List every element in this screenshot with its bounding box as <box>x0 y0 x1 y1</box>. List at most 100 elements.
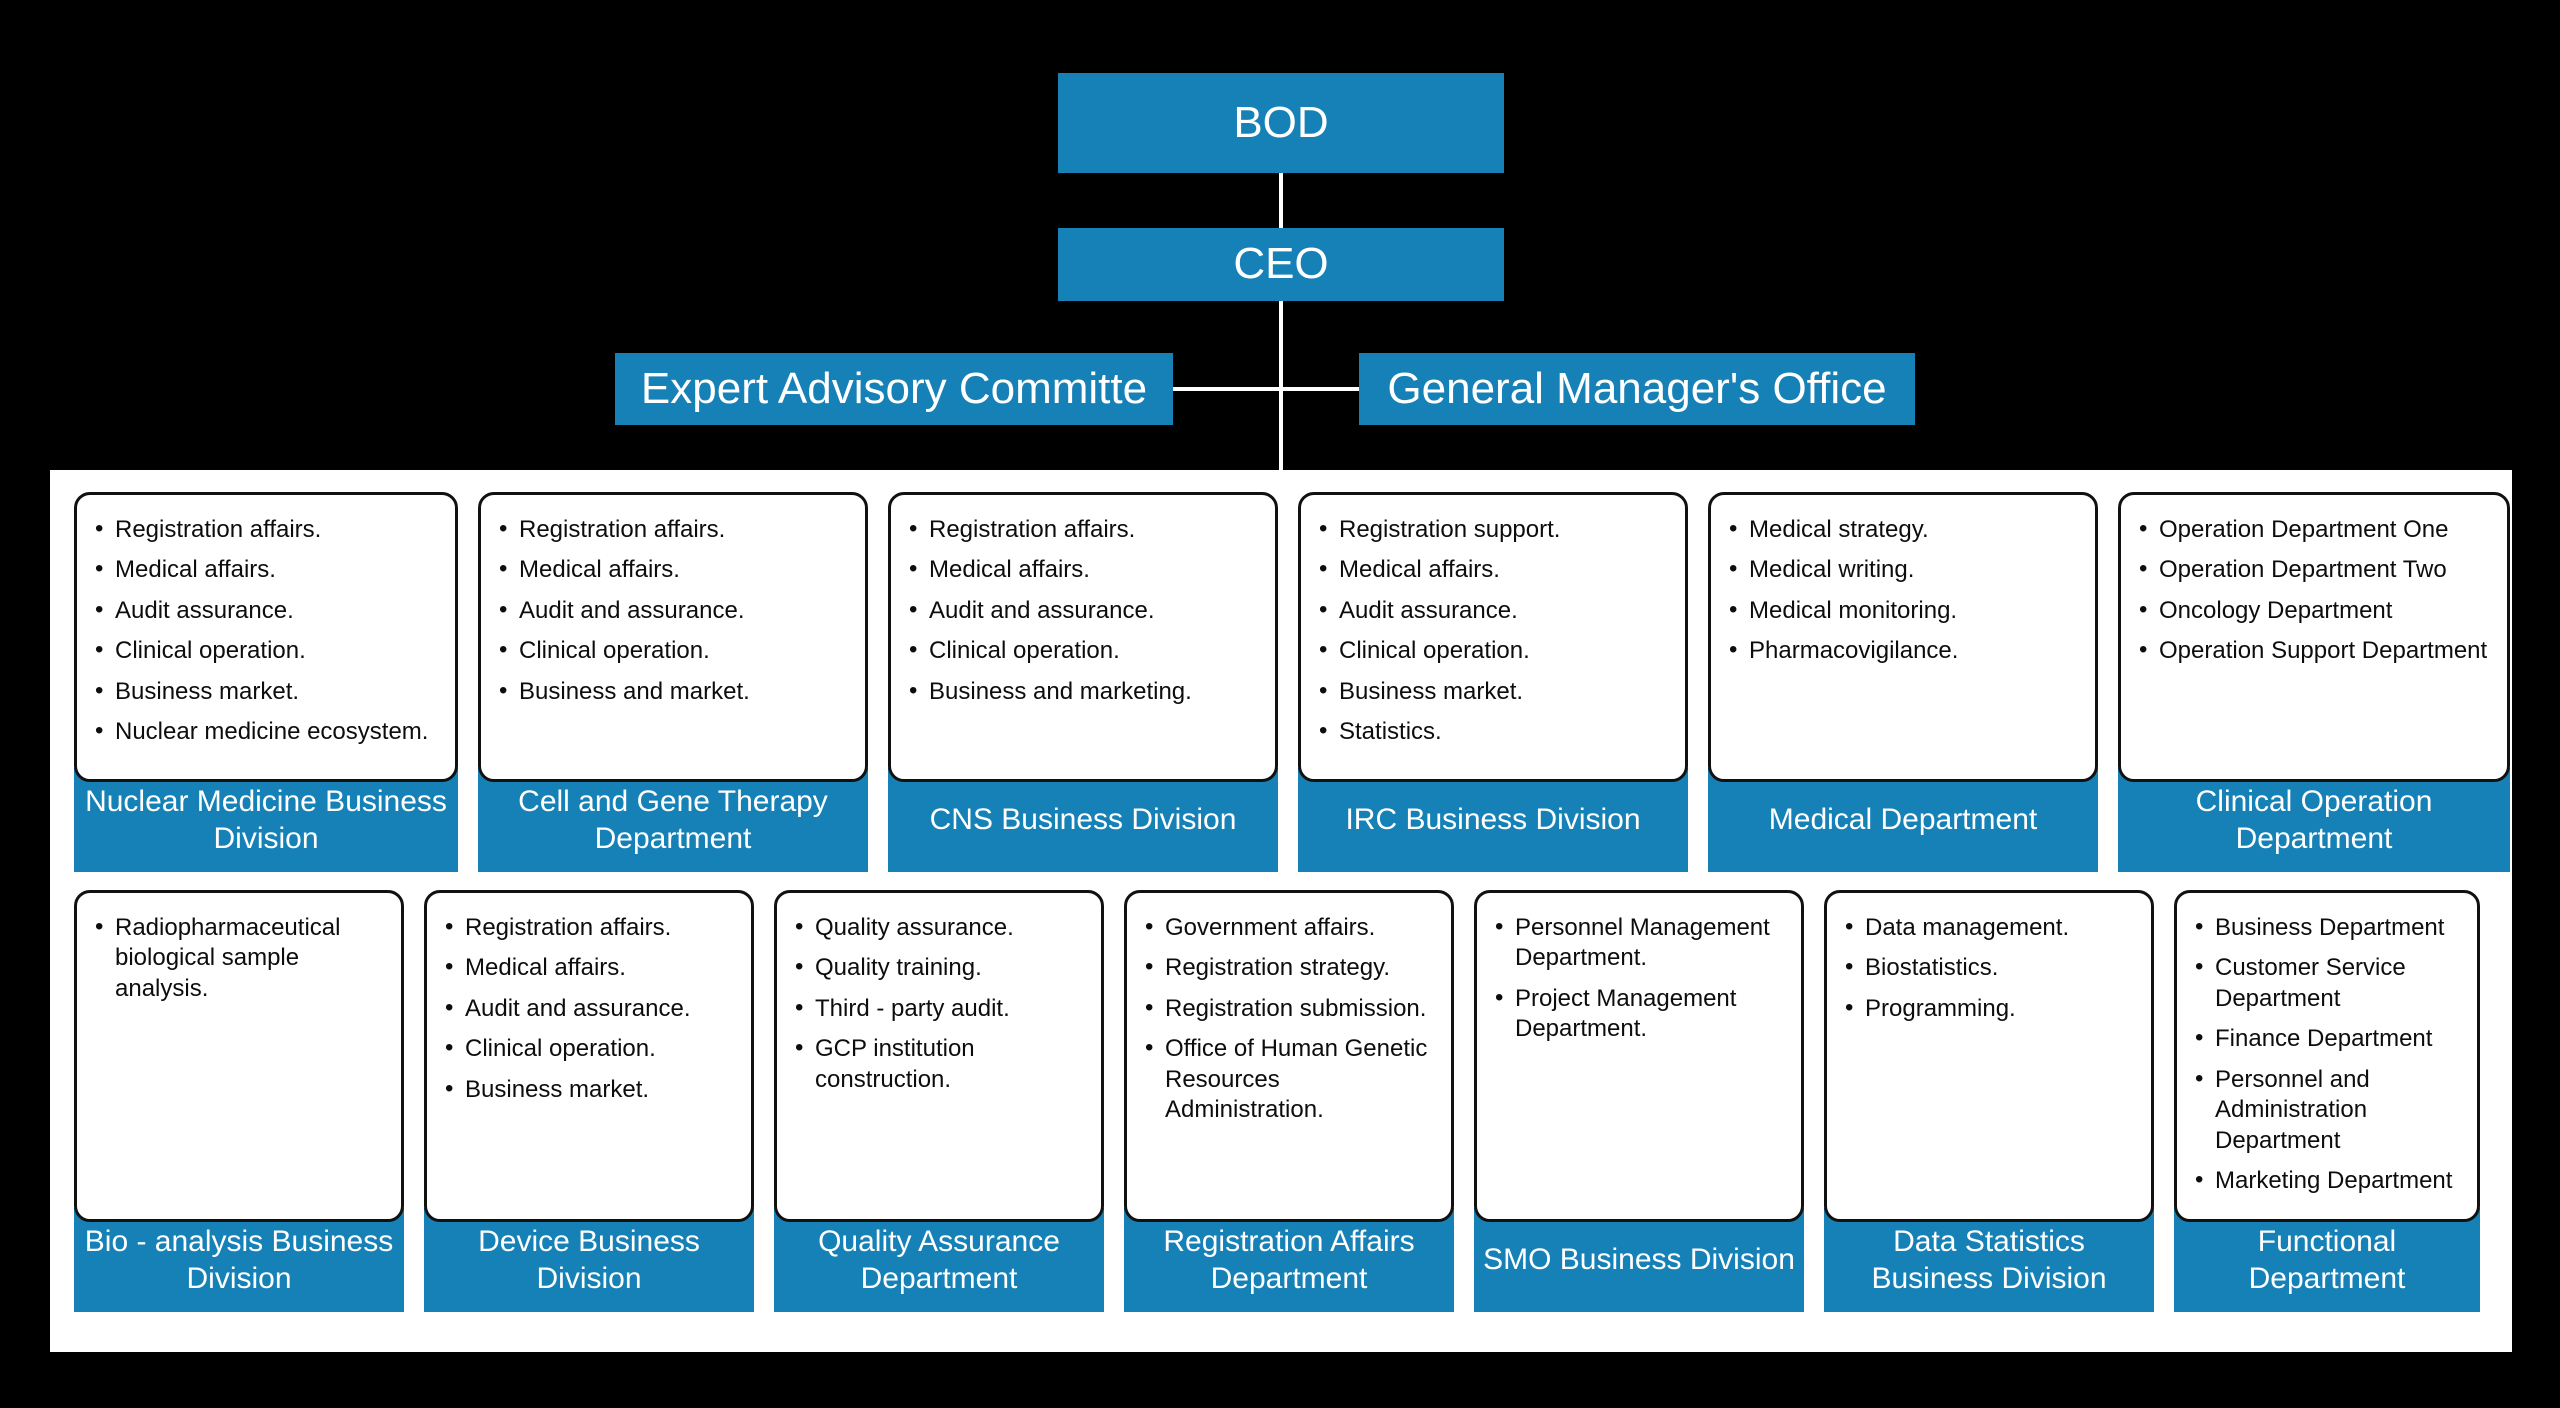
node-ceo[interactable]: CEO <box>1058 228 1504 301</box>
list-item: Marketing Department <box>2191 1165 2463 1196</box>
connector-ceo-to-expert-advisory <box>1173 387 1281 391</box>
list-item: Business market. <box>1315 676 1671 707</box>
list-item: Business market. <box>91 676 441 707</box>
node-expert-advisory-committe[interactable]: Expert Advisory Committe <box>615 353 1173 425</box>
department-card-title: CNS Business Division <box>888 768 1278 872</box>
department-card-clinical-operation-department[interactable]: Operation Department OneOperation Depart… <box>2118 492 2510 872</box>
department-card-smo-business-division[interactable]: Personnel Management Department. Project … <box>1474 890 1804 1312</box>
connector-bod-to-ceo <box>1279 173 1283 228</box>
department-card-cns-business-division[interactable]: Registration affairs.Medical affairs.Aud… <box>888 492 1278 872</box>
list-item: Clinical operation. <box>91 635 441 666</box>
node-ceo-label: CEO <box>1233 239 1329 289</box>
department-card-title: SMO Business Division <box>1474 1208 1804 1312</box>
list-item: Business and market. <box>495 676 851 707</box>
list-item: Project Management Department. <box>1491 983 1787 1045</box>
department-card-title: Quality Assurance Department <box>774 1208 1104 1312</box>
department-card-quality-assurance-department[interactable]: Quality assurance. Quality training. Third… <box>774 890 1104 1312</box>
department-card-body: Operation Department OneOperation Depart… <box>2118 492 2510 782</box>
department-card-body: Medical strategy. Medical writing. Medical… <box>1708 492 2098 782</box>
department-card-irc-business-division[interactable]: Registration support. Medical affairs. Aud… <box>1298 492 1688 872</box>
node-bod[interactable]: BOD <box>1058 73 1504 173</box>
department-card-functional-department[interactable]: Business DepartmentCustomer Service Depa… <box>2174 890 2480 1312</box>
department-card-title: Data Statistics Business Division <box>1824 1208 2154 1312</box>
list-item: Radiopharmaceutical biological sample an… <box>91 912 387 1004</box>
node-general-managers-office[interactable]: General Manager's Office <box>1359 353 1915 425</box>
department-card-body: Radiopharmaceutical biological sample an… <box>74 890 404 1222</box>
list-item: Medical writing. <box>1725 554 2081 585</box>
department-responsibility-list: Government affairs. Registration strategy… <box>1141 912 1437 1126</box>
department-responsibility-list: Registration affairs.Medical affairs.Aud… <box>905 514 1261 707</box>
list-item: Government affairs. <box>1141 912 1437 943</box>
list-item: Clinical operation. <box>441 1033 737 1064</box>
list-item: Medical affairs. <box>495 554 851 585</box>
department-card-title: Cell and Gene Therapy Department <box>478 768 868 872</box>
list-item: Operation Department Two <box>2135 554 2493 585</box>
department-card-title: IRC Business Division <box>1298 768 1688 872</box>
node-expert-advisory-label: Expert Advisory Committe <box>640 363 1148 413</box>
list-item: Quality assurance. <box>791 912 1087 943</box>
department-card-body: Personnel Management Department. Project … <box>1474 890 1804 1222</box>
department-responsibility-list: Quality assurance. Quality training. Third… <box>791 912 1087 1095</box>
list-item: Operation Support Department <box>2135 635 2493 666</box>
department-card-body: Data management.Biostatistics.Programmin… <box>1824 890 2154 1222</box>
list-item: Audit and assurance. <box>495 595 851 626</box>
department-responsibility-list: Business DepartmentCustomer Service Depa… <box>2191 912 2463 1197</box>
list-item: Registration affairs. <box>905 514 1261 545</box>
list-item: Pharmacovigilance. <box>1725 635 2081 666</box>
list-item: Nuclear medicine ecosystem. <box>91 716 441 747</box>
department-card-body: Registration affairs.Medical affairs.Aud… <box>888 492 1278 782</box>
department-card-body: Registration affairs.Medical affairs.Aud… <box>478 492 868 782</box>
department-row-1: Registration affairs. Medical affairs. Aud… <box>74 492 2510 872</box>
list-item: Quality training. <box>791 952 1087 983</box>
department-card-body: Business DepartmentCustomer Service Depa… <box>2174 890 2480 1222</box>
department-responsibility-list: Data management.Biostatistics.Programmin… <box>1841 912 2137 1024</box>
department-card-title: Nuclear Medicine Business Division <box>74 768 458 872</box>
list-item: Third - party audit. <box>791 993 1087 1024</box>
department-responsibility-list: Registration affairs.Medical affairs.Aud… <box>91 514 441 748</box>
list-item: Audit assurance. <box>1315 595 1671 626</box>
list-item: Statistics. <box>1315 716 1671 747</box>
department-card-title: Medical Department <box>1708 768 2098 872</box>
list-item: Personnel and Administration Department <box>2191 1064 2463 1156</box>
department-row-2: Radiopharmaceutical biological sample an… <box>74 890 2488 1312</box>
department-card-title: Clinical Operation Department <box>2118 768 2510 872</box>
list-item: Medical monitoring. <box>1725 595 2081 626</box>
department-card-title: Bio - analysis Business Division <box>74 1208 404 1312</box>
list-item: Business and marketing. <box>905 676 1261 707</box>
list-item: Medical affairs. <box>1315 554 1671 585</box>
department-card-cell-and-gene-therapy-department[interactable]: Registration affairs.Medical affairs.Aud… <box>478 492 868 872</box>
department-card-device-business-division[interactable]: Registration affairs. Medical affairs. Aud… <box>424 890 754 1312</box>
department-card-data-statistics-business-division[interactable]: Data management.Biostatistics.Programmin… <box>1824 890 2154 1312</box>
list-item: Registration submission. <box>1141 993 1437 1024</box>
list-item: Audit and assurance. <box>441 993 737 1024</box>
list-item: Programming. <box>1841 993 2137 1024</box>
list-item: Finance Department <box>2191 1023 2463 1054</box>
departments-panel: Registration affairs. Medical affairs. Aud… <box>50 470 2512 1352</box>
list-item: Registration support. <box>1315 514 1671 545</box>
list-item: Personnel Management Department. <box>1491 912 1787 974</box>
department-card-nuclear-medicine-business-division[interactable]: Registration affairs.Medical affairs.Aud… <box>74 492 458 872</box>
list-item: Biostatistics. <box>1841 952 2137 983</box>
node-bod-label: BOD <box>1233 97 1329 147</box>
list-item: GCP institution construction. <box>791 1033 1087 1095</box>
department-card-medical-department[interactable]: Medical strategy. Medical writing. Medical… <box>1708 492 2098 872</box>
list-item: Medical affairs. <box>91 554 441 585</box>
list-item: Business market. <box>441 1074 737 1105</box>
list-item: Medical strategy. <box>1725 514 2081 545</box>
node-general-manager-label: General Manager's Office <box>1387 363 1887 413</box>
department-card-title: Registration Affairs Department <box>1124 1208 1454 1312</box>
list-item: Audit and assurance. <box>905 595 1261 626</box>
list-item: Business Department <box>2191 912 2463 943</box>
list-item: Clinical operation. <box>1315 635 1671 666</box>
department-card-body: Registration affairs. Medical affairs. Aud… <box>424 890 754 1222</box>
department-card-registration-affairs-department[interactable]: Government affairs. Registration strategy… <box>1124 890 1454 1312</box>
list-item: Operation Department One <box>2135 514 2493 545</box>
list-item: Registration affairs. <box>441 912 737 943</box>
list-item: Medical affairs. <box>441 952 737 983</box>
list-item: Customer Service Department <box>2191 952 2463 1014</box>
list-item: Audit assurance. <box>91 595 441 626</box>
department-card-bio-analysis-business-division[interactable]: Radiopharmaceutical biological sample an… <box>74 890 404 1312</box>
list-item: Registration strategy. <box>1141 952 1437 983</box>
department-card-title: Functional Department <box>2174 1208 2480 1312</box>
